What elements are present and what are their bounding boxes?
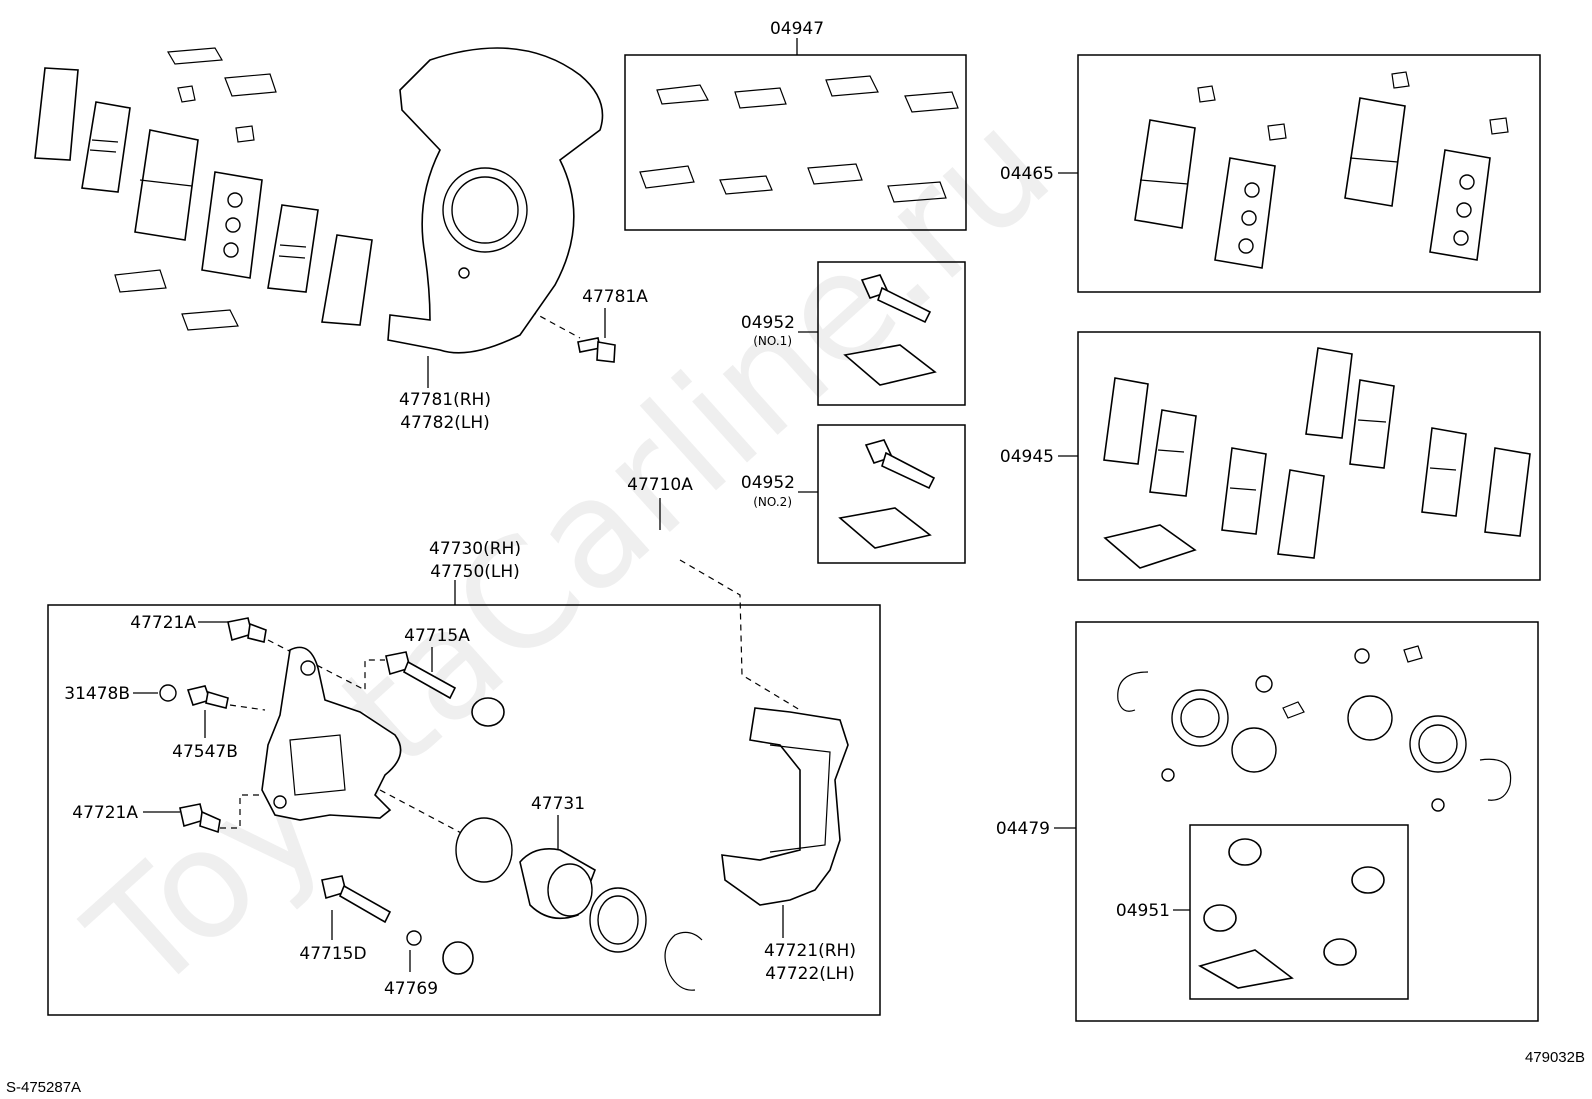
label-04951: 04951 (1116, 901, 1170, 921)
label-04947: 04947 (770, 19, 824, 39)
box-04952-no1 (817, 261, 966, 406)
guide-47721a-bottom (220, 794, 262, 829)
pin-47715a (385, 651, 457, 700)
pad-shim-group (34, 47, 373, 331)
box-04951 (1189, 824, 1409, 1000)
label-04465: 04465 (1000, 164, 1054, 184)
label-47750-lh: 47750(LH) (430, 562, 520, 582)
label-04952-no2-sub: (NO.2) (753, 495, 792, 509)
label-04952-no1: 04952 (741, 313, 795, 333)
label-04479: 04479 (996, 819, 1050, 839)
boot-47715a (471, 697, 505, 727)
label-47721a-top: 47721A (130, 613, 196, 633)
pin-47715d (321, 875, 392, 924)
bolt-47781a (577, 337, 616, 363)
label-04952-no1-sub: (NO.1) (753, 334, 792, 348)
bolt-47721a-top (227, 617, 267, 643)
pad-kit-04465 (1134, 71, 1509, 269)
label-31478b: 31478B (64, 684, 130, 704)
label-47731: 47731 (531, 794, 585, 814)
caliper-mounting-47721 (721, 707, 849, 906)
guide-47547b (229, 704, 266, 711)
shim-kit-04945 (1103, 347, 1531, 569)
label-04945: 04945 (1000, 447, 1054, 467)
ref-code-right: 479032B (1525, 1049, 1585, 1066)
label-47722-lh: 47722(LH) (765, 964, 855, 984)
guide-bolt-47710a (679, 559, 801, 711)
label-47769: 47769 (384, 979, 438, 999)
seal-kit-04479 (1117, 645, 1512, 812)
pin-kit-04952-no2 (838, 439, 936, 549)
dust-shield-47781 (387, 47, 604, 354)
label-47782-lh: 47782(LH) (400, 413, 490, 433)
label-47547b: 47547B (172, 742, 238, 762)
guide-piston (379, 789, 466, 836)
ref-code-left: S-475287A (6, 1079, 81, 1096)
bushing-47769 (406, 930, 474, 975)
label-04952-no2: 04952 (741, 473, 795, 493)
label-47721-rh: 47721(RH) (764, 941, 856, 961)
pin-kit-04952-no1 (843, 274, 937, 386)
box-04947 (624, 54, 967, 231)
box-04479 (1075, 621, 1539, 1022)
cap-31478b (159, 684, 177, 702)
guide-47721a-top (267, 639, 385, 691)
label-47730-rh: 47730(RH) (429, 539, 521, 559)
box-04952-no2 (817, 424, 966, 564)
box-caliper-assembly (47, 604, 881, 1016)
bolt-47721a-bottom (179, 803, 221, 834)
boot-kit-04951 (1197, 838, 1385, 989)
caliper-cylinder-47730 (261, 646, 402, 821)
bleeder-47547b (186, 685, 229, 709)
piston-47731 (455, 817, 703, 991)
shim-kit-04947 (639, 75, 959, 203)
label-47721a-bottom: 47721A (72, 803, 138, 823)
label-47781-rh: 47781(RH) (399, 390, 491, 410)
label-47715d: 47715D (299, 944, 366, 964)
label-47710a: 47710A (627, 475, 693, 495)
label-47781a: 47781A (582, 287, 648, 307)
label-47715a: 47715A (404, 626, 470, 646)
